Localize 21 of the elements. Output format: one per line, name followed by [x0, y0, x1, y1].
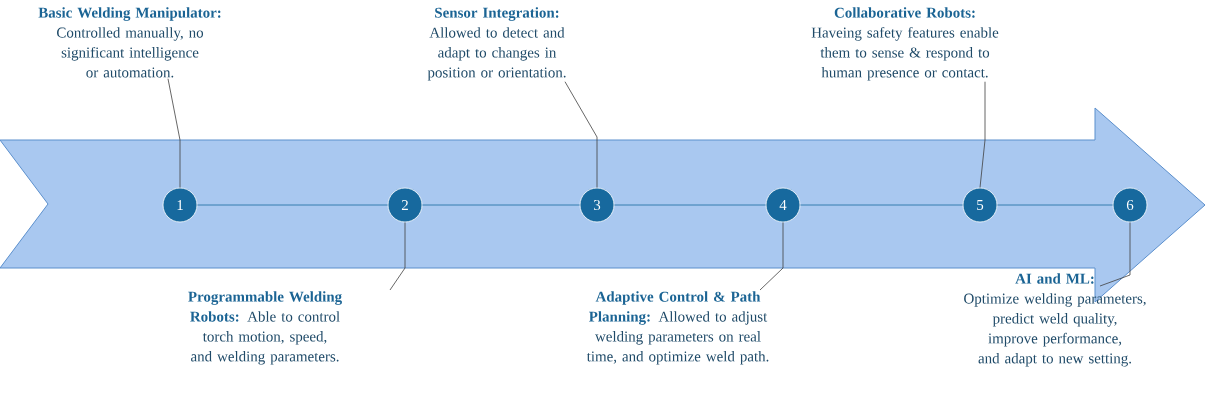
connector-line [800, 204, 963, 206]
connector-line [422, 204, 580, 206]
heading-text: Collaborative Robots: [834, 7, 975, 18]
description-text: Programmable Welding Robots: Able to control torch motion, speed, and welding parameters. [188, 291, 342, 365]
leader-line [759, 222, 784, 291]
connector-line [197, 204, 388, 206]
description-text: Controlled manually, no significant intelligence or automation. [57, 27, 204, 78]
connector-line [614, 204, 766, 206]
leader-line [167, 78, 181, 188]
description-text: Adaptive Control & Path Planning: Allowed to adjust welding parameters on real time, and optimize weld path. [586, 291, 769, 365]
heading-text: Sensor Integration: [435, 7, 559, 21]
leader-line [1099, 222, 1131, 287]
heading-text: Basic Welding Manipulator: [38, 7, 221, 21]
description-text: Allowed to detect and adapt to changes in position or orientation. [427, 27, 566, 81]
connector-line [997, 204, 1113, 206]
description-text: Optimize welding parameters, predict weld quality, improve performance, and adapt to new setting. [964, 293, 1146, 367]
leader-line [389, 222, 406, 291]
heading-text: AI and ML: [1015, 273, 1094, 284]
description-text: Haveing safety features enable them to sense & respond to human presence or contact. [811, 27, 999, 81]
leader-line [979, 81, 986, 188]
leader-line [564, 81, 598, 188]
